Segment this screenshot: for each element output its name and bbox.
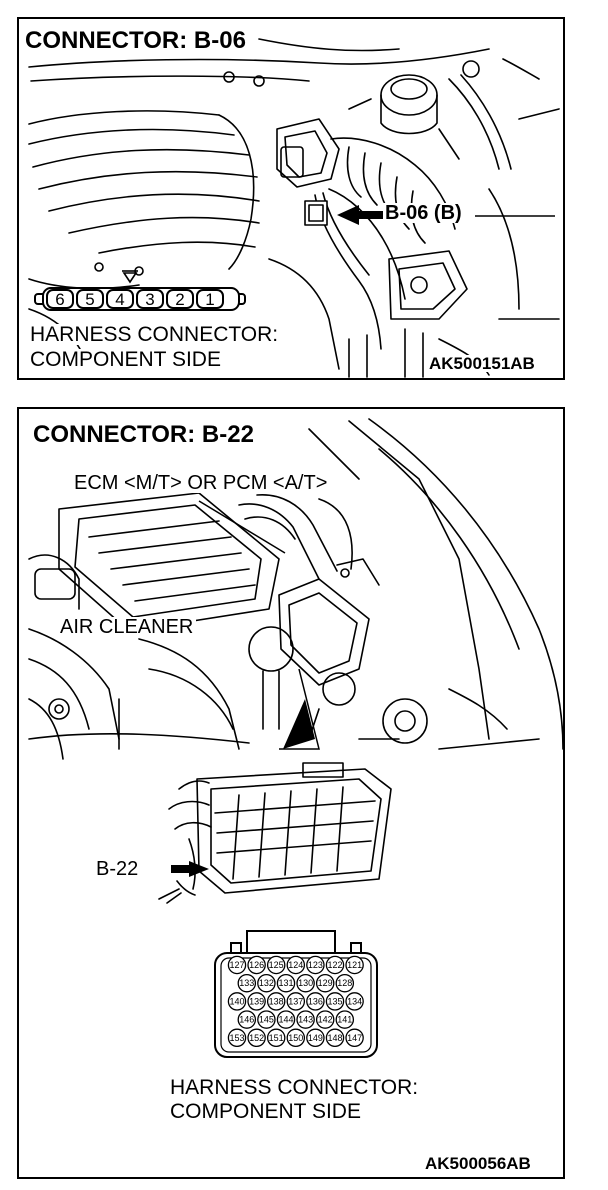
engine-bay-illustration-b06: 6 5 4 3 2 1 [28,38,560,378]
connector-b22-callout: B-22 [93,859,142,879]
ecm-pcm-label: ECM <M/T> OR PCM <A/T> [71,473,331,493]
b22-pin-label-129: 129 [318,978,333,988]
b06-pin-1: 1 [205,290,214,309]
b22-pin-128 [335,973,355,993]
b22-pin-152 [247,1028,266,1048]
b22-pin-label-128: 128 [337,978,352,988]
b22-pin-133 [237,973,257,993]
b22-pin-145 [257,1010,276,1029]
b22-harness-label-line2: COMPONENT SIDE [167,1101,364,1122]
b22-pin-148 [325,1028,345,1048]
b22-pin-label-135: 135 [327,996,342,1006]
b22-pin-147 [345,1028,364,1048]
b22-pin-149 [306,1028,325,1048]
b06-pin-4: 4 [115,290,124,309]
b22-pin-label-148: 148 [327,1033,342,1043]
b22-pin-label-127: 127 [229,960,244,970]
b22-pin-label-139: 139 [249,996,264,1006]
b22-pin-label-140: 140 [229,996,244,1006]
b22-pin-144 [276,1010,296,1029]
b22-harness-label-line1: HARNESS CONNECTOR: [167,1077,422,1098]
callout-arrow-icon [337,205,383,225]
b22-pin-124 [286,955,306,975]
b22-pin-131 [276,973,296,993]
b22-pin-label-122: 122 [327,960,342,970]
connector-b22-title: CONNECTOR: B-22 [31,423,258,449]
b22-pin-label-137: 137 [288,996,303,1006]
b06-pin-3: 3 [145,290,154,309]
b22-pin-label-138: 138 [269,996,284,1006]
b22-pin-label-141: 141 [337,1015,352,1025]
b22-pin-137 [286,992,306,1011]
b22-pin-146 [237,1010,257,1029]
b22-pin-label-145: 145 [259,1015,274,1025]
b22-pin-125 [266,955,286,975]
b22-pin-153 [227,1028,247,1048]
b22-pin-label-121: 121 [347,960,362,970]
b22-pin-label-151: 151 [269,1033,284,1043]
b22-pin-127 [227,955,247,975]
connector-b06-panel: 6 5 4 3 2 1 CONNECTOR: B-06 B-06 (B) HAR… [17,17,565,380]
b22-pin-130 [296,973,315,993]
b22-pin-label-132: 132 [259,978,274,988]
b22-pin-label-153: 153 [229,1033,244,1043]
b06-pin-connector-diagram [34,287,246,311]
b22-pin-label-124: 124 [288,960,303,970]
b22-pin-label-147: 147 [347,1033,362,1043]
b22-pin-label-146: 146 [239,1015,254,1025]
b22-pin-label-144: 144 [278,1015,293,1025]
b22-pin-label-123: 123 [308,960,323,970]
b22-pin-140 [227,992,247,1011]
b22-pin-151 [266,1028,286,1048]
b22-pin-126 [247,955,266,975]
b22-pin-label-152: 152 [249,1033,264,1043]
air-cleaner-label: AIR CLEANER [57,617,197,637]
b22-pin-136 [306,992,325,1011]
b22-pin-122 [325,955,345,975]
b22-pin-label-149: 149 [308,1033,323,1043]
b22-pin-134 [345,992,364,1011]
b22-pin-label-126: 126 [249,960,264,970]
b22-pin-label-131: 131 [278,978,293,988]
b06-pin-5: 5 [85,290,94,309]
b06-harness-label-line2: COMPONENT SIDE [27,349,224,370]
b22-pin-132 [257,973,276,993]
b22-figure-code: AK500056AB [423,1154,533,1173]
b22-pin-139 [247,992,266,1011]
b22-pin-connector-diagram: 127 126 125 124 123 122 121 133 132 131 130 129 128 1… [214,930,378,1058]
b22-pin-label-125: 125 [269,960,284,970]
callout-arrow-icon [171,861,209,877]
b22-pin-label-136: 136 [308,996,323,1006]
b06-figure-code: AK500151AB [427,354,537,373]
b22-pin-142 [315,1010,335,1029]
b22-pin-label-130: 130 [298,978,313,988]
b22-pin-123 [306,955,325,975]
connector-b06-title: CONNECTOR: B-06 [23,29,250,55]
b22-pin-label-143: 143 [298,1015,313,1025]
b22-pin-138 [266,992,286,1011]
b22-pin-label-142: 142 [318,1015,333,1025]
engine-bay-illustration-b22: 127 126 125 124 123 122 121 133 132 131 130 129 128 1… [28,418,563,1058]
b22-pin-label-134: 134 [347,996,362,1006]
b22-pin-150 [286,1028,306,1048]
b06-harness-label-line1: HARNESS CONNECTOR: [27,324,282,345]
b06-pin-2: 2 [175,290,184,309]
b22-pin-135 [325,992,345,1011]
connector-b22-panel: 127 126 125 124 123 122 121 133 132 131 130 129 128 1… [17,407,565,1179]
b22-pin-label-150: 150 [288,1033,303,1043]
b22-pin-141 [335,1010,355,1029]
b22-pin-121 [345,955,364,975]
connector-b06-callout: B-06 (B) [383,202,464,224]
b22-pin-label-133: 133 [239,978,254,988]
b06-pin-6: 6 [55,290,64,309]
b22-pin-143 [296,1010,315,1029]
b22-pin-129 [315,973,335,993]
